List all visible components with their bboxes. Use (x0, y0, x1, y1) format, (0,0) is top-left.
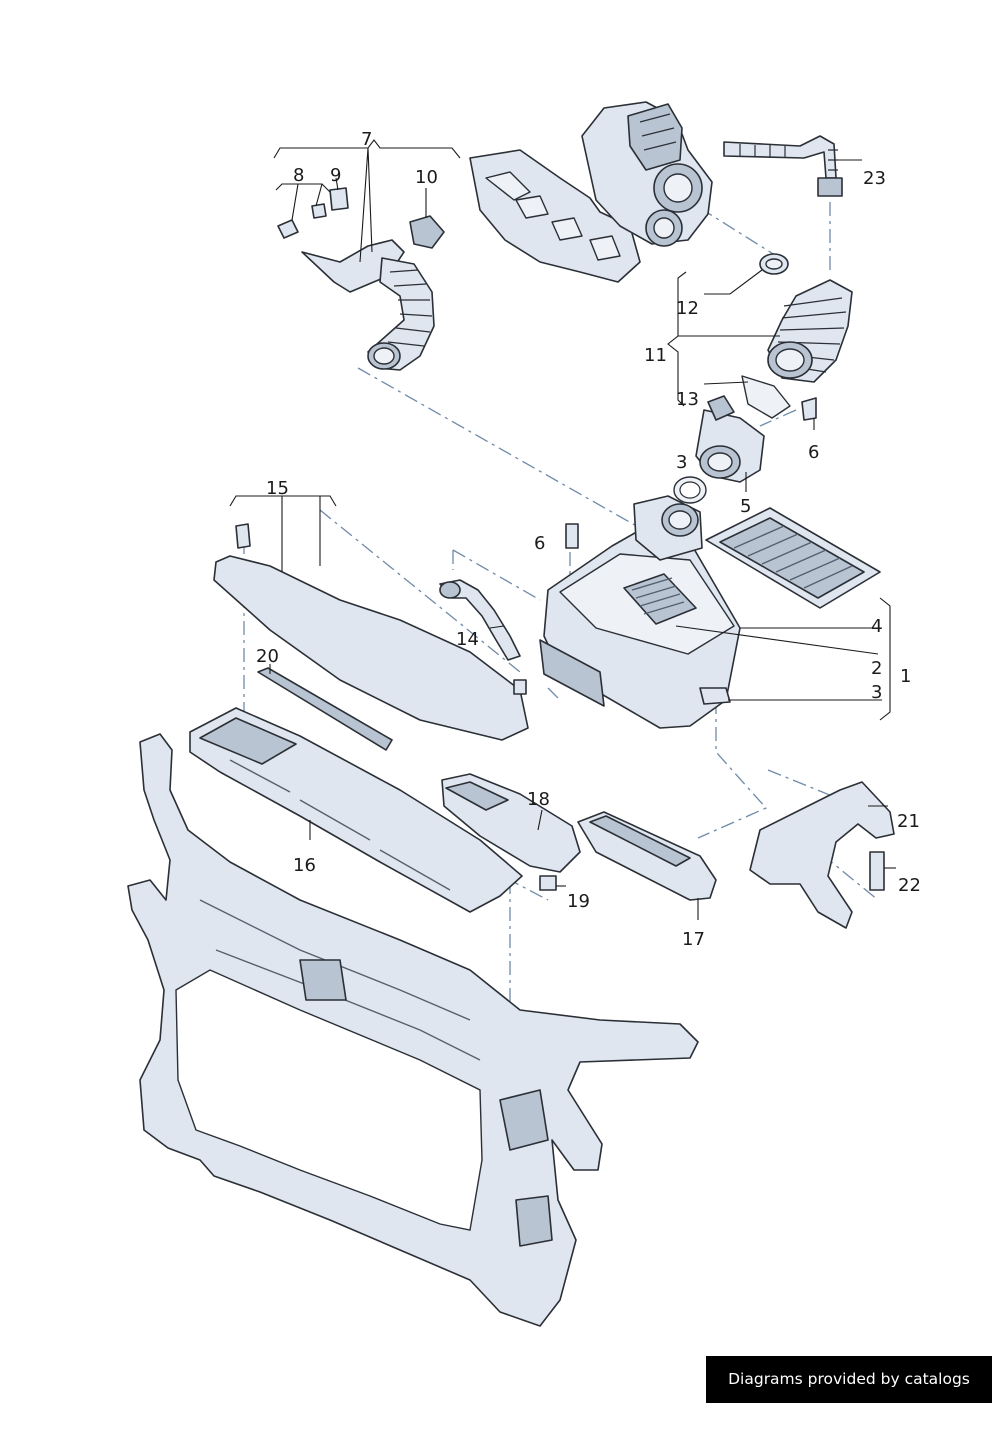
inlet-duct (577, 811, 717, 901)
callout-21: 21 (897, 811, 920, 832)
callout-8: 8 (293, 165, 304, 186)
callout-2: 2 (871, 658, 882, 679)
callout-6-lower: 6 (534, 533, 545, 554)
callout-5: 5 (740, 496, 751, 517)
lower-air-duct (189, 707, 523, 913)
crankcase-hose (439, 579, 521, 661)
callout-13: 13 (676, 389, 699, 410)
callout-20: 20 (256, 646, 279, 667)
turbocharger-assembly (469, 101, 713, 283)
callout-6-upper: 6 (808, 442, 819, 463)
callout-14: 14 (456, 629, 479, 650)
callout-3-lower: 3 (871, 682, 882, 703)
callout-16: 16 (293, 855, 316, 876)
callout-3-upper: 3 (676, 452, 687, 473)
callout-labels: 7 8 9 10 23 12 11 13 6 3 5 15 6 14 4 2 1… (256, 129, 921, 950)
callout-12: 12 (676, 298, 699, 319)
air-filter-housing (539, 495, 741, 729)
callout-1: 1 (900, 666, 911, 687)
air-guide-plate (213, 523, 529, 741)
intake-pipe-assembly (277, 187, 445, 371)
callout-15: 15 (266, 478, 289, 499)
air-filter-element (705, 507, 881, 609)
upper-air-duct (441, 773, 581, 891)
support-bracket (749, 781, 895, 929)
breather-hose (723, 135, 843, 197)
callout-19: 19 (567, 891, 590, 912)
callout-9: 9 (330, 165, 341, 186)
callout-18: 18 (527, 789, 550, 810)
callout-7: 7 (361, 129, 372, 150)
callout-17: 17 (682, 929, 705, 950)
credit-banner: Diagrams provided by catalogs parts (706, 1356, 992, 1435)
air-mass-meter (673, 395, 765, 504)
callout-4: 4 (871, 616, 882, 637)
lock-carrier-frame (127, 733, 699, 1327)
leader-lines (229, 139, 896, 920)
air-duct-hose (741, 253, 853, 421)
callout-11: 11 (644, 345, 667, 366)
seal-strip (257, 667, 393, 751)
callout-23: 23 (863, 168, 886, 189)
callout-22: 22 (898, 875, 921, 896)
exploded-parts-diagram: 7 8 9 10 23 12 11 13 6 3 5 15 6 14 4 2 1… (127, 101, 921, 1327)
callout-10: 10 (415, 167, 438, 188)
